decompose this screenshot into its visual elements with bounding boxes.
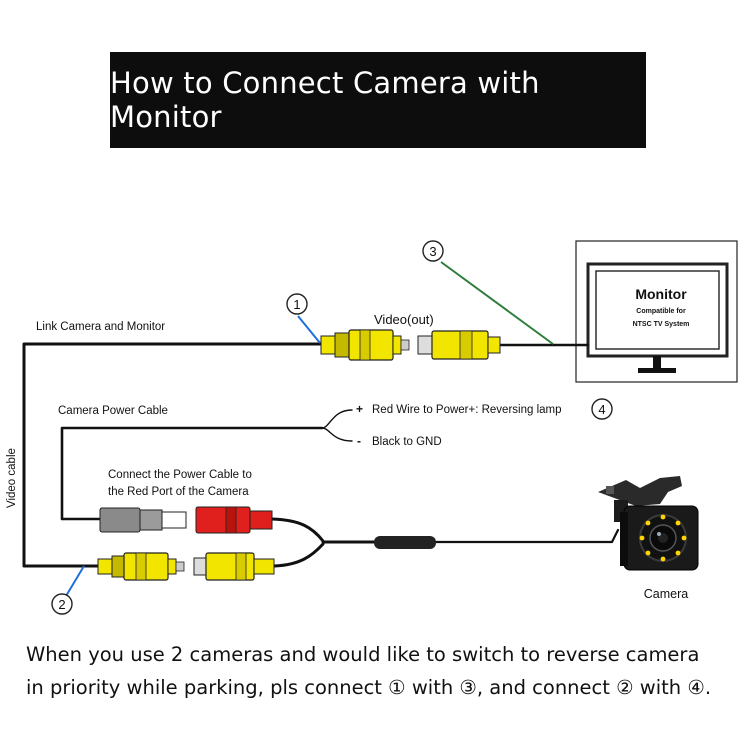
label-camera-power-cable: Camera Power Cable [58, 405, 168, 417]
label-connect-power-1: Connect the Power Cable to [108, 469, 252, 481]
marker-3-text: 3 [429, 244, 436, 259]
label-camera: Camera [644, 587, 689, 601]
marker-2-text: 2 [58, 597, 65, 612]
monitor-subtitle-2: NTSC TV System [633, 321, 690, 328]
power-split-minus [321, 427, 353, 442]
label-connect-power-2: the Red Port of the Camera [108, 486, 249, 498]
marker-3: 3 [422, 240, 444, 262]
marker-4: 4 [591, 398, 613, 420]
rca-bottom-female [193, 552, 275, 581]
power-split-plus [321, 409, 353, 429]
label-video-cable: Video cable [6, 448, 18, 508]
rca-bottom-male [97, 552, 185, 581]
rca-top-male [320, 329, 410, 361]
camera-device [598, 476, 699, 571]
page-title: How to Connect Camera with Monitor [110, 66, 540, 134]
power-socket-red [195, 506, 273, 534]
merge-red [270, 517, 325, 543]
camera-cable-2 [432, 528, 620, 544]
footer-line-2: in priority while parking, pls connect ①… [26, 676, 712, 699]
marker-2-leader [65, 565, 85, 597]
cables [22, 342, 620, 568]
marker-3-leader [440, 261, 554, 345]
label-video-out: Video(out) [374, 312, 434, 327]
label-red-wire: Red Wire to Power+: Reversing lamp [372, 404, 562, 416]
marker-1-leader [297, 315, 321, 344]
label-minus-sign: - [357, 434, 361, 448]
label-plus-sign: + [356, 402, 363, 416]
inline-junction [374, 536, 436, 549]
monitor-subtitle-1: Compatible for [636, 308, 686, 315]
marker-4-text: 4 [598, 402, 605, 417]
rca-top-female [417, 330, 501, 360]
footer-line-1: When you use 2 cameras and would like to… [26, 643, 700, 666]
marker-1: 1 [286, 293, 308, 315]
power-cable [60, 426, 324, 521]
marker-2: 2 [51, 593, 73, 615]
monitor: Monitor Compatible for NTSC TV System [575, 240, 738, 383]
title-banner: How to Connect Camera with Monitor [110, 52, 646, 148]
marker-1-text: 1 [293, 297, 300, 312]
label-black-gnd: Black to GND [372, 436, 442, 448]
monitor-label: Monitor [635, 286, 687, 302]
power-plug-grey [99, 507, 187, 533]
label-link-camera-monitor: Link Camera and Monitor [36, 321, 165, 333]
footer-note: When you use 2 cameras and would like to… [26, 638, 738, 704]
video-cable-link [22, 342, 324, 568]
merge-yellow [272, 542, 325, 568]
